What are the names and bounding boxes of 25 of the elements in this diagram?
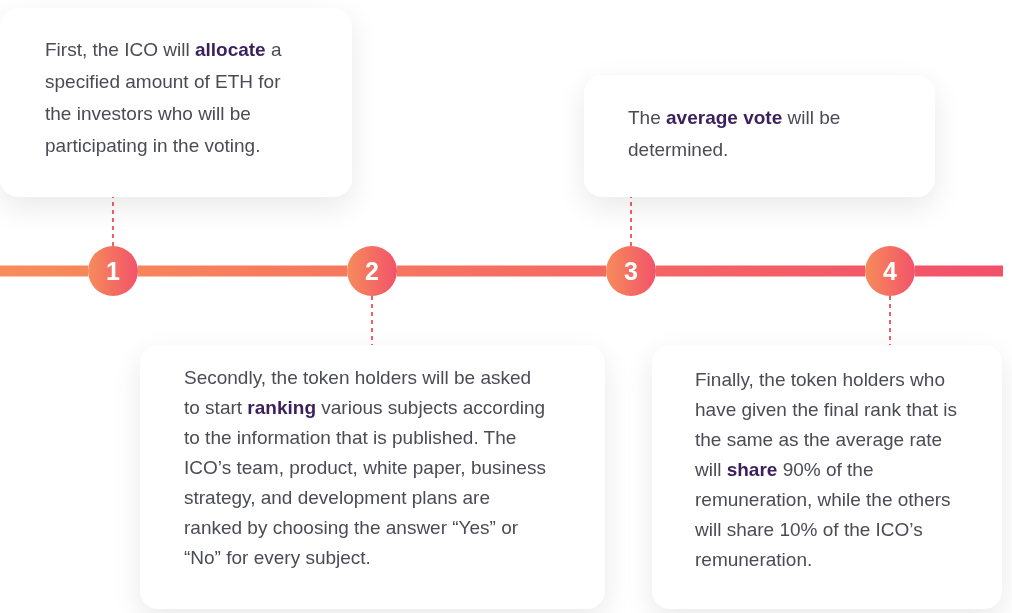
timeline-line — [138, 265, 347, 277]
timeline-line — [397, 265, 606, 277]
step-card — [0, 8, 352, 197]
leader-line — [630, 196, 632, 247]
leader-line — [371, 295, 373, 346]
timeline-line — [656, 265, 865, 277]
step-description: Finally, the token holders who have given the final rank that is the same as the average rate will share 90% of the remuneration, while the others will share 10% of the ICO’s remuneration. — [695, 368, 957, 572]
timeline-line — [0, 265, 88, 277]
step-number: 4 — [883, 258, 897, 284]
step-number-circle — [347, 246, 397, 296]
step-number: 2 — [365, 258, 379, 284]
step-card — [652, 345, 1002, 609]
step-description: First, the ICO will allocate a specified amount of ETH for the investors who will be participating in the voting. — [45, 38, 283, 158]
leader-line — [112, 196, 114, 247]
timeline-line — [915, 265, 1003, 277]
step-number: 1 — [106, 258, 120, 284]
step-number-circle — [606, 246, 656, 296]
step-description: The average vote will be determined. — [628, 106, 842, 162]
step-number-circle — [88, 246, 138, 296]
step-description: Secondly, the token holders will be asked to start ranking various subjects according to the information that is published. The ICO’s team, product, white paper, business strategy, and development plans are ranked by choosing the answer “Yes” or “No” for every subject. — [184, 366, 547, 570]
step-number-circle — [865, 246, 915, 296]
step-card — [140, 345, 605, 609]
step-card — [584, 75, 935, 197]
leader-line — [889, 295, 891, 346]
step-number: 3 — [624, 258, 638, 284]
